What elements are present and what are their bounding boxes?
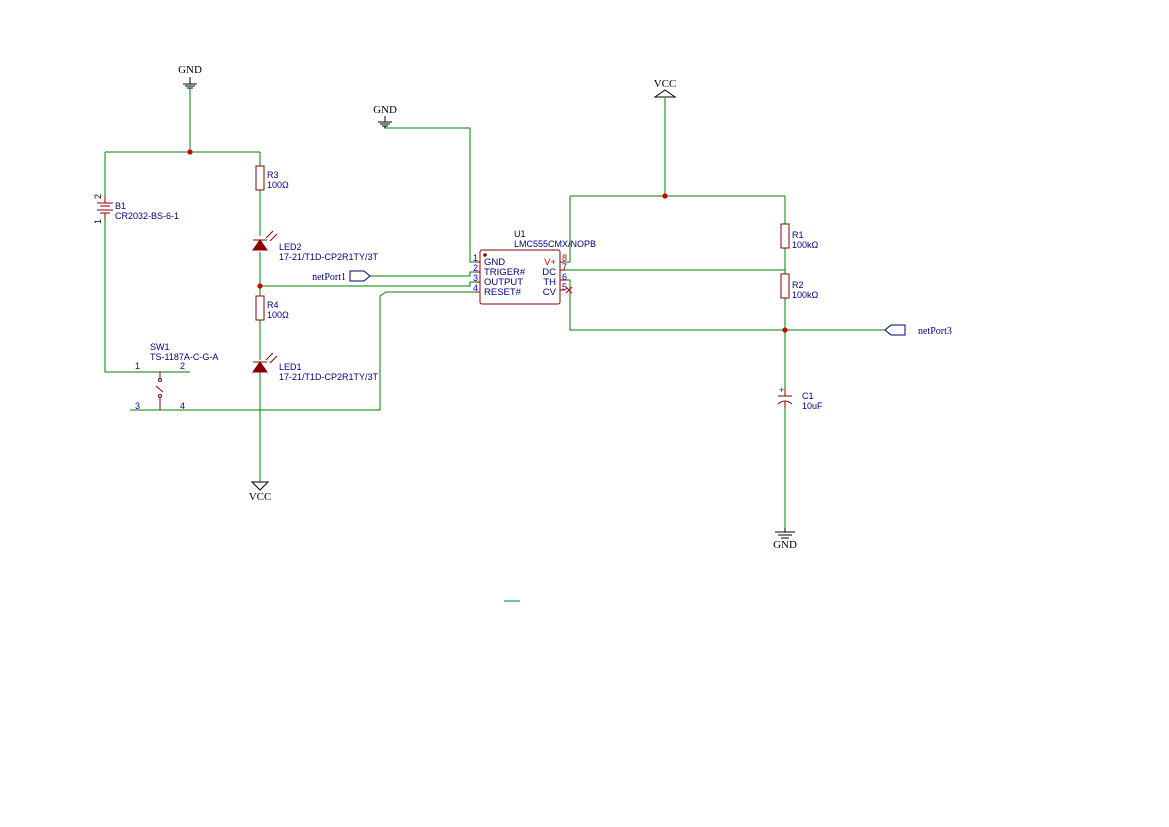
component-value: 100Ω xyxy=(267,180,289,190)
component-value: 17-21/T1D-CP2R1TY/3T xyxy=(279,372,379,382)
gnd-symbol-mid[interactable]: GND xyxy=(373,104,397,128)
pin-number: 2 xyxy=(93,194,103,199)
component-ref: C1 xyxy=(802,391,814,401)
pin-number: 2 xyxy=(473,263,478,273)
gnd-label: GND xyxy=(773,539,797,551)
component-value: 100kΩ xyxy=(792,240,819,250)
led-led2[interactable]: LED2 17-21/T1D-CP2R1TY/3T xyxy=(252,230,379,262)
pin-number: 3 xyxy=(135,401,140,411)
junction-dot xyxy=(782,327,788,333)
polarity-mark: + xyxy=(779,385,784,395)
net-port-label: netPort1 xyxy=(312,272,346,283)
junction-dot xyxy=(662,193,668,199)
pin-name: GND xyxy=(484,257,505,268)
capacitor-c1[interactable]: + C1 10uF xyxy=(777,385,823,411)
component-ref: R4 xyxy=(267,300,279,310)
led-led1[interactable]: LED1 17-21/T1D-CP2R1TY/3T xyxy=(252,352,379,382)
pin-name: TRIGER# xyxy=(484,267,526,278)
component-ref: R1 xyxy=(792,230,804,240)
pin-number: 3 xyxy=(473,273,478,283)
gnd-symbol-bottom[interactable]: GND xyxy=(773,528,797,551)
pin-name: V+ xyxy=(544,257,556,268)
pin-number: 1 xyxy=(135,361,140,371)
gnd-symbol-left[interactable]: GND xyxy=(178,64,202,89)
vcc-label: VCC xyxy=(654,78,677,90)
pin-number: 7 xyxy=(562,262,567,272)
resistor-r2[interactable]: R2 100kΩ xyxy=(780,273,819,300)
component-value: 17-21/T1D-CP2R1TY/3T xyxy=(279,252,379,262)
gnd-label: GND xyxy=(373,104,397,116)
resistor-r3[interactable]: R3 100Ω xyxy=(255,165,289,191)
resistor-r4[interactable]: R4 100Ω xyxy=(255,295,289,321)
junction-dot xyxy=(257,283,263,289)
pin-number: 4 xyxy=(180,401,185,411)
pin-name: RESET# xyxy=(484,287,522,298)
component-value: 100Ω xyxy=(267,310,289,320)
battery-b1[interactable]: 2 1 B1 CR2032-BS-6-1 xyxy=(93,194,179,224)
ic-u1[interactable]: U1 LMC555CMX/NOPB 1 2 3 4 GND TRIGER# OU… xyxy=(473,229,596,305)
component-ref: U1 xyxy=(514,229,526,239)
component-ref: SW1 xyxy=(150,342,170,352)
pin-number: 2 xyxy=(180,361,185,371)
pin-name: TH xyxy=(543,277,556,288)
component-ref: R2 xyxy=(792,280,804,290)
junctions xyxy=(187,149,788,333)
net-port-label: netPort3 xyxy=(918,326,952,337)
component-ref: LED2 xyxy=(279,242,302,252)
component-value: LMC555CMX/NOPB xyxy=(514,239,596,249)
pin-number: 5 xyxy=(562,282,567,292)
vcc-label: VCC xyxy=(249,491,272,503)
component-value: TS-1187A-C-G-A xyxy=(150,352,218,362)
pin-number: 1 xyxy=(93,219,103,224)
pin-number: 6 xyxy=(562,272,567,282)
component-value: 10uF xyxy=(802,401,823,411)
component-ref: B1 xyxy=(115,201,126,211)
component-value: CR2032-BS-6-1 xyxy=(115,211,179,221)
resistor-r1[interactable]: R1 100kΩ xyxy=(780,223,819,250)
pin-number: 1 xyxy=(473,253,478,263)
pin-name: DC xyxy=(542,267,556,278)
component-ref: R3 xyxy=(267,170,279,180)
gnd-label: GND xyxy=(178,64,202,76)
wires xyxy=(104,88,885,602)
pin-name: CV xyxy=(543,287,557,298)
net-port-1[interactable]: netPort1 xyxy=(312,270,371,283)
pin-name: OUTPUT xyxy=(484,277,523,288)
component-ref: LED1 xyxy=(279,362,302,372)
pin-number: 4 xyxy=(473,283,478,293)
vcc-symbol-top[interactable]: VCC xyxy=(653,78,677,98)
component-value: 100kΩ xyxy=(792,290,819,300)
switch-sw1[interactable]: SW1 TS-1187A-C-G-A 1 2 3 4 xyxy=(130,342,218,411)
junction-dot xyxy=(187,149,193,155)
vcc-symbol-bottom[interactable]: VCC xyxy=(249,481,272,503)
pin-number: 8 xyxy=(562,253,567,263)
net-port-3[interactable]: netPort3 xyxy=(884,324,952,337)
